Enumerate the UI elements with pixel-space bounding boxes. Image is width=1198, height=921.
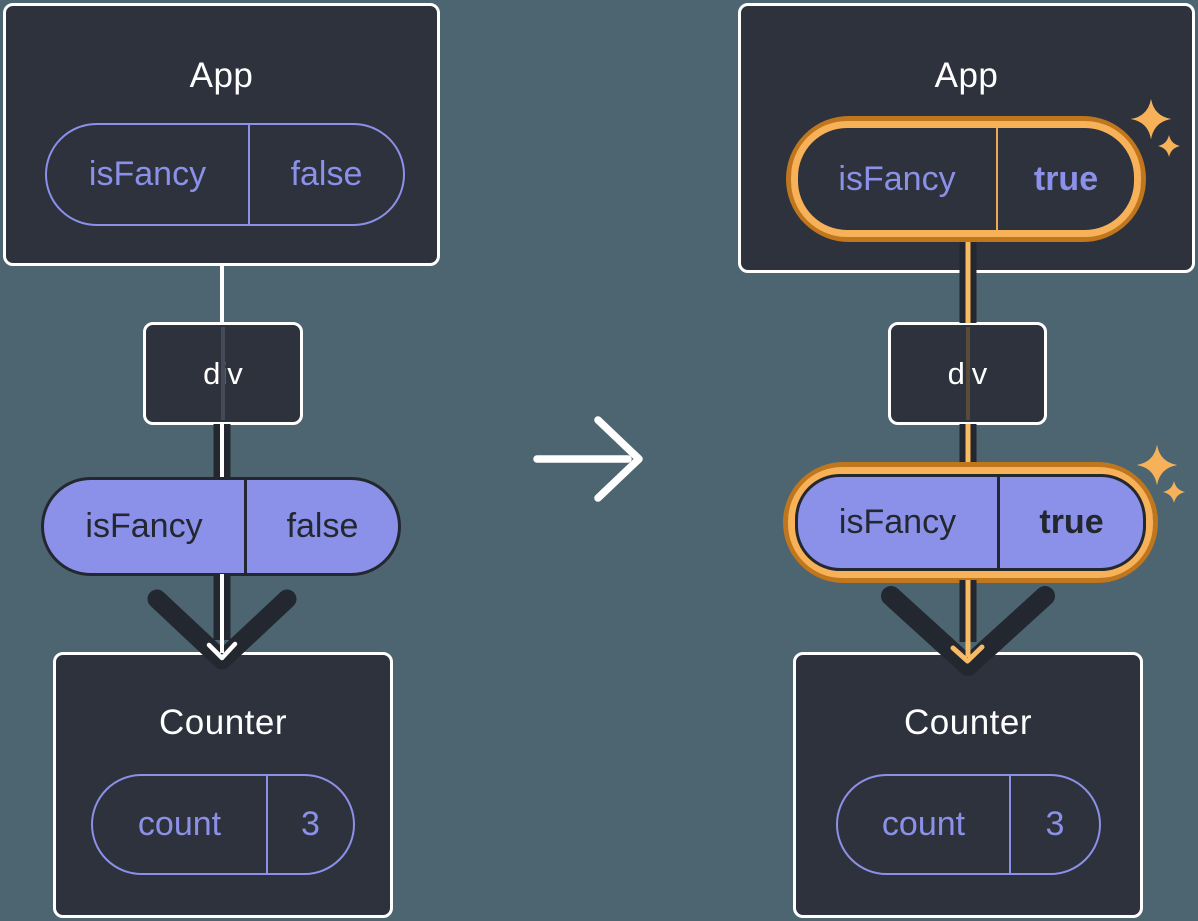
prop-value: true xyxy=(1033,159,1099,198)
state-name: count xyxy=(838,776,1011,873)
state-name: count xyxy=(93,776,268,873)
prop-value: true xyxy=(1039,503,1104,541)
div-node-before: div xyxy=(143,322,303,425)
component-title: Counter xyxy=(158,703,288,742)
app-card-after: App isFancy true xyxy=(738,3,1195,273)
prop-value: false xyxy=(286,507,359,545)
state-pill-counter-after: count 3 xyxy=(836,774,1101,875)
component-title: Counter xyxy=(903,703,1033,742)
counter-card-before: Counter count 3 xyxy=(53,652,393,918)
transition-arrow-icon xyxy=(533,416,643,502)
pass-through-line xyxy=(221,327,225,420)
passed-prop-pill-before: isFancy false xyxy=(41,477,401,576)
counter-card-after: Counter count 3 xyxy=(793,652,1143,918)
sparkle-icon-small xyxy=(1163,481,1185,503)
div-node-after: div xyxy=(888,322,1047,425)
state-pill-counter-before: count 3 xyxy=(91,774,355,875)
prop-value: false xyxy=(290,155,363,193)
component-title: App xyxy=(934,56,999,95)
prop-name: isFancy xyxy=(47,125,250,224)
passed-prop-pill: isFancy true xyxy=(795,474,1146,571)
highlighted-prop-pill-app-after: isFancy true xyxy=(786,116,1146,242)
prop-flow-arrowhead-before xyxy=(147,589,297,670)
prop-pill: isFancy true xyxy=(798,128,1134,230)
state-value: 3 xyxy=(1045,805,1065,843)
component-title: App xyxy=(189,56,254,95)
prop-pill-app-before: isFancy false xyxy=(45,123,405,226)
sparkle-icon xyxy=(1137,445,1177,485)
app-card-before: App isFancy false xyxy=(3,3,440,266)
sparkle-icon xyxy=(1137,445,1177,485)
arrow-right-icon xyxy=(533,416,643,502)
prop-name: isFancy xyxy=(798,128,998,230)
state-value: 3 xyxy=(301,805,320,843)
prop-name: isFancy xyxy=(798,477,1000,568)
prop-name: isFancy xyxy=(44,480,247,573)
highlight-ring: isFancy true xyxy=(791,121,1141,237)
pass-through-line xyxy=(965,327,970,420)
highlighted-passed-prop-pill-after: isFancy true xyxy=(783,462,1158,583)
highlight-ring: isFancy true xyxy=(788,467,1153,578)
